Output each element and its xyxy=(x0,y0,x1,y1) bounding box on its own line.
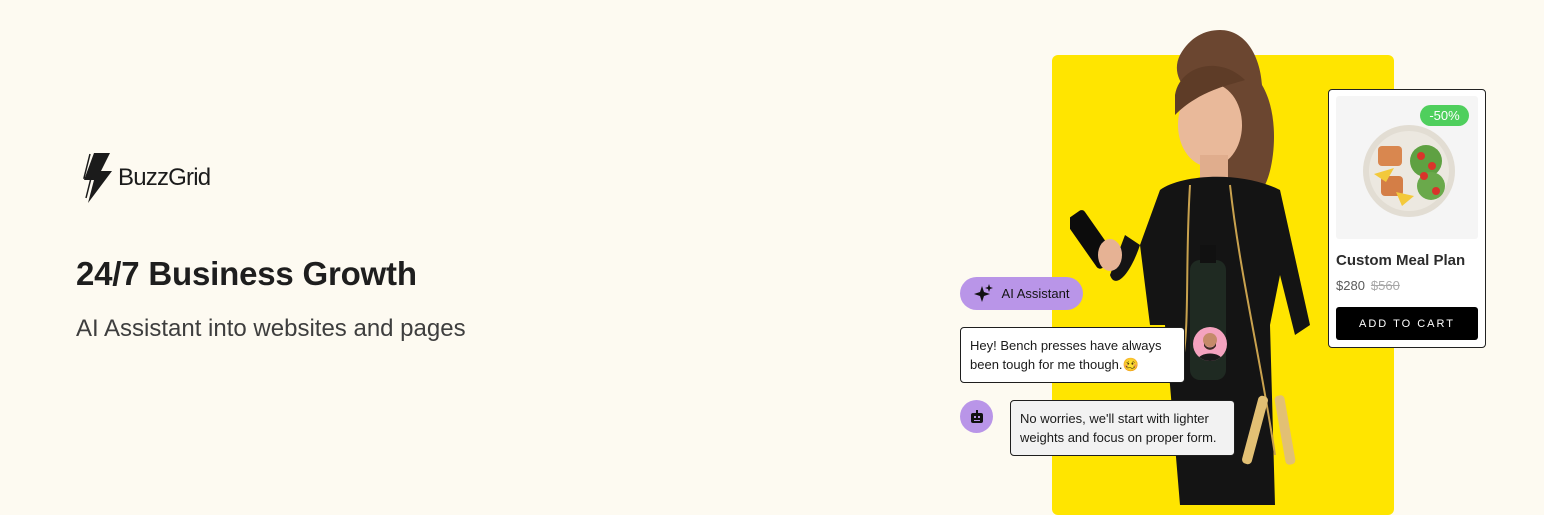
user-avatar xyxy=(1193,327,1227,361)
current-price: $280 xyxy=(1336,278,1365,293)
bot-avatar xyxy=(960,400,993,433)
lightning-bolt-icon xyxy=(83,153,112,203)
product-name: Custom Meal Plan xyxy=(1336,252,1466,269)
ai-assistant-pill[interactable]: AI Assistant xyxy=(960,277,1083,310)
brand-logo: BuzzGrid xyxy=(80,152,211,204)
price-row: $280 $560 xyxy=(1336,278,1400,293)
product-card: Custom Meal Plan $280 $560 ADD TO CART xyxy=(1328,89,1486,348)
add-to-cart-button[interactable]: ADD TO CART xyxy=(1336,307,1478,340)
original-price: $560 xyxy=(1370,278,1400,293)
hero-title: 24/7 Business Growth xyxy=(76,255,417,292)
hero-subtitle: AI Assistant into websites and pages xyxy=(76,315,466,342)
sparkle-icon xyxy=(973,283,993,302)
discount-badge: -50% xyxy=(1420,105,1469,126)
user-message-bubble: Hey! Bench presses have always been toug… xyxy=(960,327,1185,383)
brand-name: BuzzGrid xyxy=(118,164,211,191)
robot-icon xyxy=(970,409,983,423)
ai-assistant-label: AI Assistant xyxy=(1001,286,1070,301)
bot-message-bubble: No worries, we'll start with lighter wei… xyxy=(1010,400,1235,456)
